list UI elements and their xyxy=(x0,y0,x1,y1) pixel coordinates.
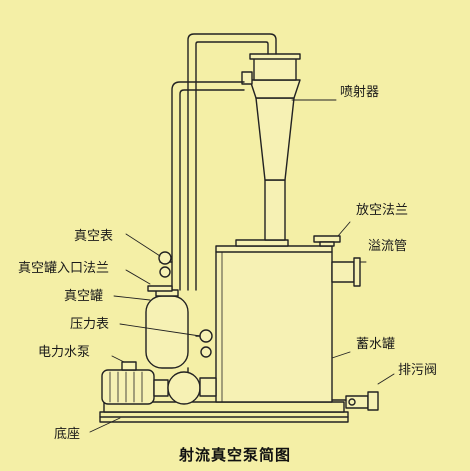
diagram-caption: 射流真空泵简图 xyxy=(178,446,291,464)
label-ejector: 喷射器 xyxy=(340,85,380,100)
label-storage-tank: 蓄水罐 xyxy=(356,337,396,352)
label-electric-pump: 电力水泵 xyxy=(38,345,91,360)
vacuum-gauge xyxy=(158,251,173,278)
overflow-pipe xyxy=(331,257,361,287)
base-plate xyxy=(99,401,349,423)
label-vacuum-gauge: 真空表 xyxy=(74,229,114,244)
ejector-base-flange xyxy=(235,239,289,247)
ejector xyxy=(241,53,301,241)
storage-tank xyxy=(215,245,333,403)
suction-pipe xyxy=(171,81,245,291)
leader-lines xyxy=(89,99,395,433)
pressure-gauge xyxy=(195,329,213,358)
label-overflow-pipe: 溢流管 xyxy=(368,239,408,254)
label-vacuum-tank: 真空罐 xyxy=(64,289,104,304)
label-tank-inlet-flange: 真空罐入口法兰 xyxy=(18,261,110,276)
label-pressure-gauge: 压力表 xyxy=(70,317,110,332)
electric-pump xyxy=(101,361,217,405)
label-vent-flange: 放空法兰 xyxy=(356,203,409,218)
label-drain-valve: 排污阀 xyxy=(398,363,438,378)
discharge-pipe xyxy=(187,33,277,291)
vacuum-tank xyxy=(145,285,189,369)
vent-flange xyxy=(313,235,341,247)
drain-valve xyxy=(331,391,379,411)
label-base: 底座 xyxy=(54,427,81,442)
